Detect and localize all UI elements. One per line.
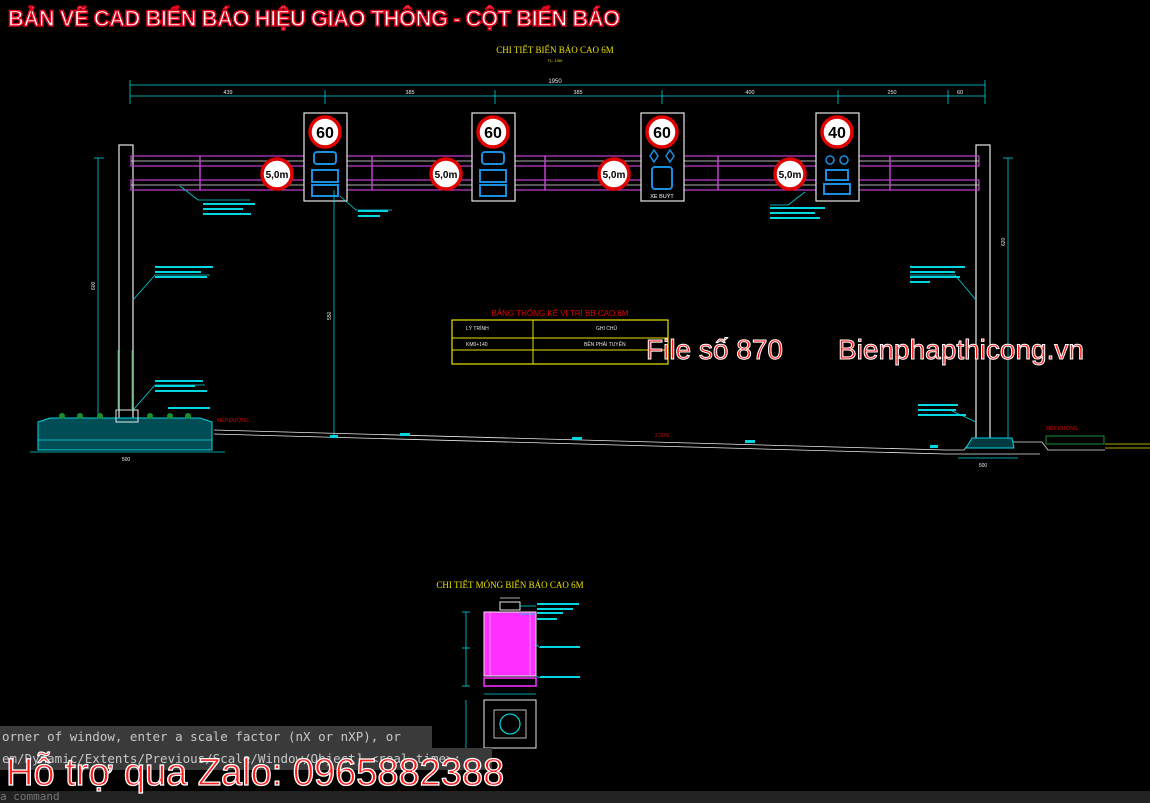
dimension-right-height: 620 — [1001, 237, 1007, 246]
speed-sign-2: 60 — [484, 125, 502, 142]
dimension-6: 60 — [957, 90, 963, 96]
svg-text:5,0m: 5,0m — [435, 170, 458, 181]
road-markers — [330, 433, 938, 448]
foundation-title: CHI TIẾT MÓNG BIỂN BÁO CAO 6M — [436, 580, 583, 590]
speed-sign-3: 60 — [653, 125, 671, 142]
zalo-support-label: Hỗ trợ qua Zalo: 0965882388 — [5, 751, 505, 794]
sign-panel-2: 60 — [471, 112, 516, 202]
table-cell-note: BÊN PHẢI TUYẾN — [584, 340, 626, 348]
watermark-title: BẢN VẼ CAD BIỂN BÁO HIỆU GIAO THÔNG - CỘ… — [7, 5, 621, 32]
website-label: Bienphapthicong.vn — [838, 334, 1085, 366]
svg-text:5,0m: 5,0m — [779, 170, 802, 181]
dimension-5: 250 — [887, 90, 896, 96]
sign-panel-3: 60 XE BUÝT — [640, 112, 685, 202]
height-limit-sign-3: 5,0m — [597, 157, 631, 191]
height-limit-sign-2: 5,0m — [429, 157, 463, 191]
left-base — [30, 350, 225, 453]
svg-text:5,0m: 5,0m — [266, 170, 289, 181]
foundation-detail — [462, 597, 580, 749]
location-table: BẢNG THỐNG KÊ VỊ TRÍ BB CAO 6M LÝ TRÌNH … — [451, 308, 669, 365]
annotation-leaders — [94, 157, 1013, 438]
dimension-4: 400 — [745, 90, 754, 96]
command-history-line-2: em/Dynamic/Extents/Previous/Scale/Window… — [0, 748, 492, 770]
elevation-scale: TL: 1/50 — [548, 58, 563, 63]
dimension-left-height: 600 — [91, 281, 97, 290]
dimension-2: 385 — [405, 90, 414, 96]
right-post — [975, 144, 991, 441]
height-limit-sign-4: 5,0m — [773, 157, 807, 191]
slope-label: 2.00% — [655, 433, 670, 439]
dimension-mid-height: 550 — [327, 311, 333, 320]
sign-panel-4: 40 — [815, 112, 860, 202]
sign-panel-1: 60 — [303, 112, 348, 202]
dimension-3: 385 — [573, 90, 582, 96]
command-history-line-1: orner of window, enter a scale factor (n… — [0, 726, 432, 748]
annotation-text-blocks — [155, 203, 966, 416]
edge-label-left: MÉP ĐƯỜNG — [217, 417, 249, 424]
height-limit-sign-1: 5,0m — [260, 157, 294, 191]
elevation-title: CHI TIẾT BIỂN BÁO CAO 6M — [496, 45, 613, 55]
dimension-base-right: 500 — [979, 463, 988, 469]
dimension-base-left: 500 — [122, 457, 131, 463]
table-header-station: LÝ TRÌNH — [466, 325, 489, 332]
bus-label: XE BUÝT — [650, 193, 674, 200]
svg-text:5,0m: 5,0m — [603, 170, 626, 181]
dimension-1: 439 — [223, 90, 232, 96]
file-number-label: File số 870 — [646, 334, 784, 366]
table-title: BẢNG THỐNG KÊ VỊ TRÍ BB CAO 6M — [491, 308, 628, 318]
edge-label-right: MÉP ĐƯỜNG — [1046, 425, 1078, 432]
beam-joints — [199, 156, 891, 190]
speed-sign-1: 60 — [316, 125, 334, 142]
table-header-note: GHI CHÚ — [596, 325, 618, 332]
dimension-total: 1950 — [548, 79, 562, 85]
speed-sign-4: 40 — [828, 125, 846, 142]
command-input[interactable]: a command — [0, 791, 1150, 803]
right-base — [958, 435, 1105, 459]
table-cell-station: KM0+140 — [466, 342, 488, 348]
dimension-overall — [129, 80, 986, 104]
